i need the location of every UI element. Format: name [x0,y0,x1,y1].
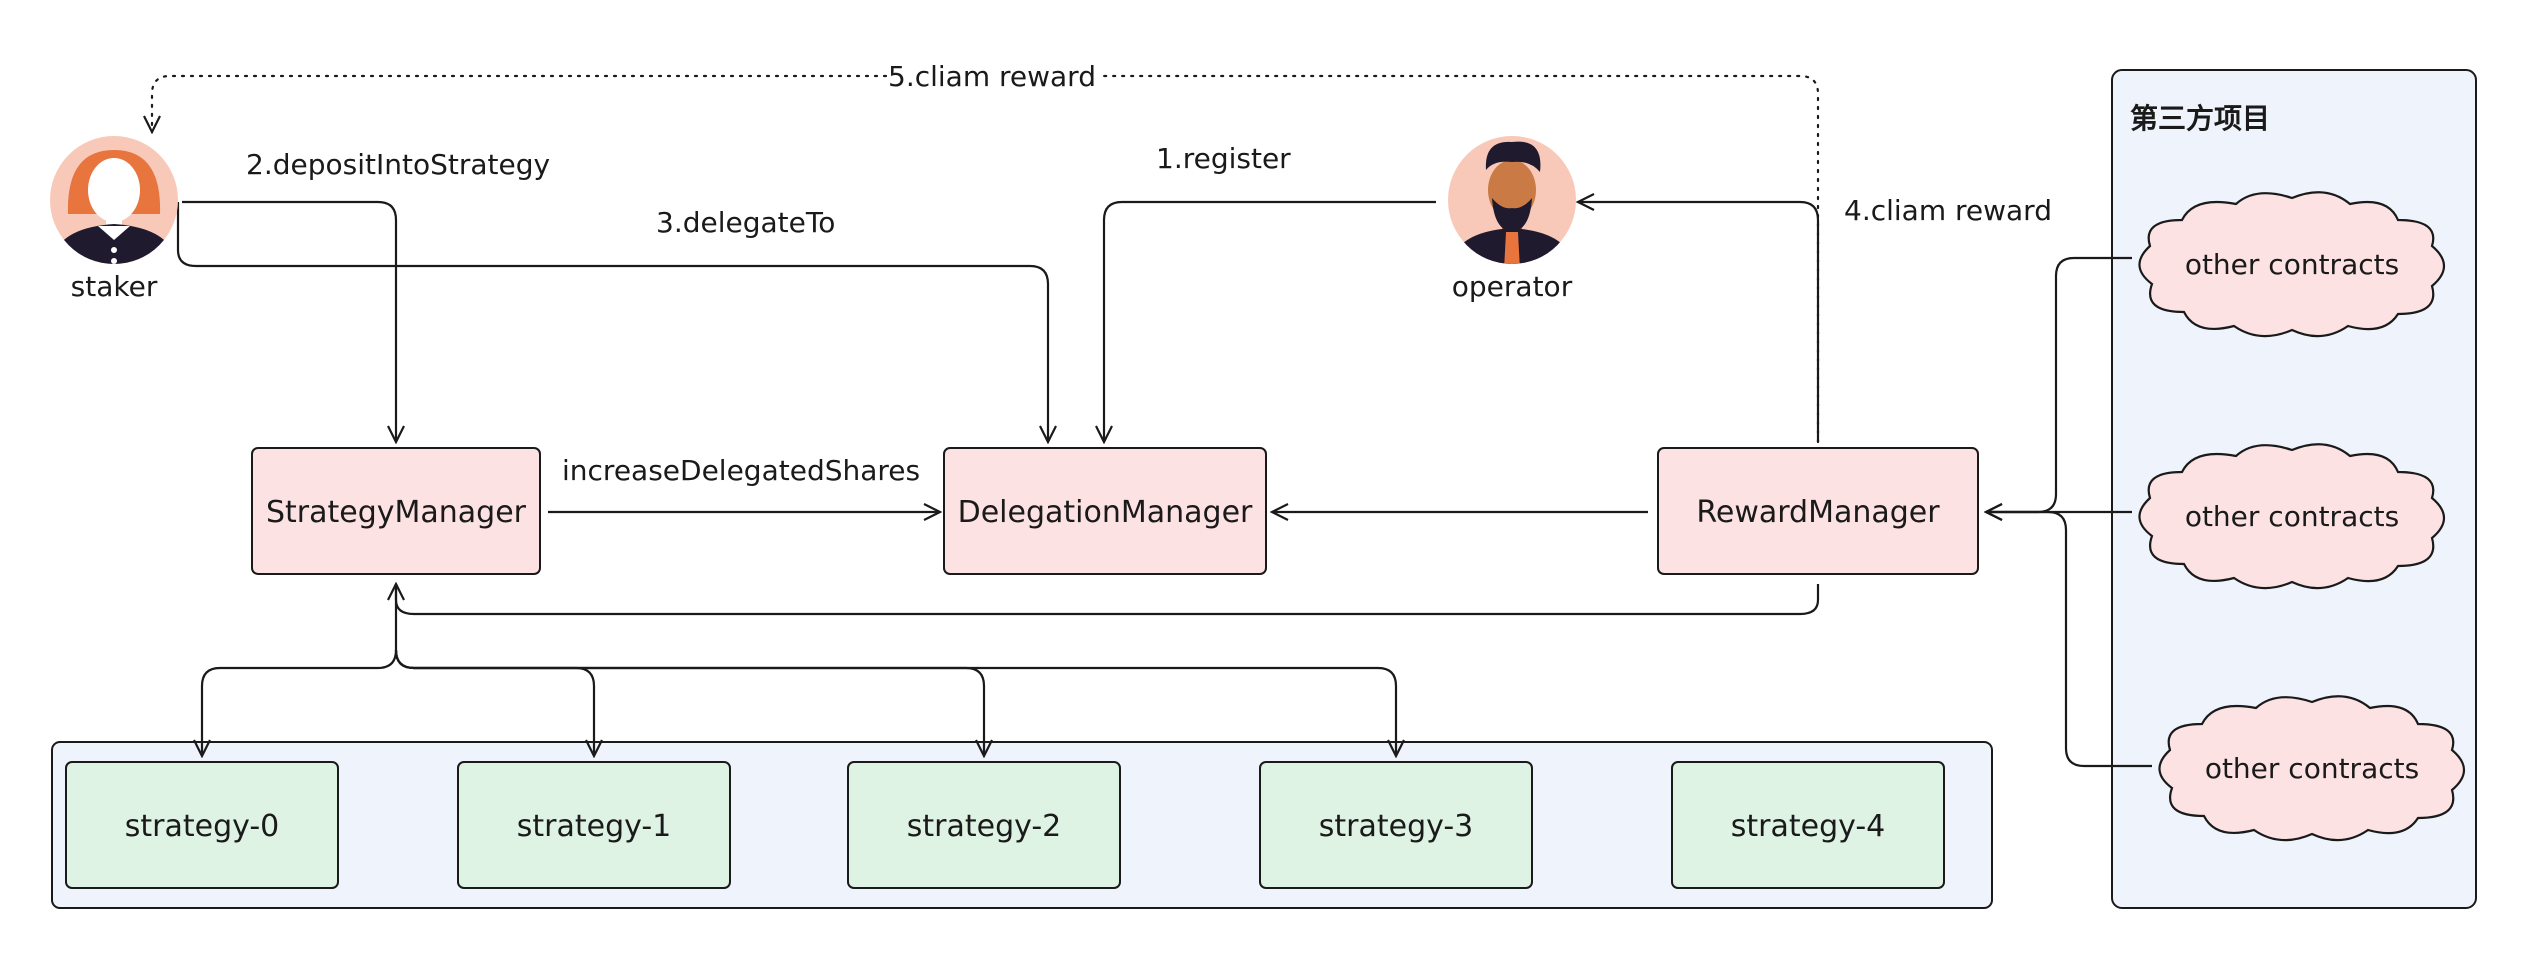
label-deposit: 2.depositIntoStrategy [246,148,550,181]
strategy-box: strategy-3 [1259,761,1533,889]
edge-contract-3 [1986,510,2152,768]
label-increase-shares: increaseDelegatedShares [562,454,920,487]
staker-avatar-icon [50,136,178,264]
strategy-manager-label: StrategyManager [266,495,527,530]
edge-contract-1 [1986,256,2132,512]
other-contracts-label: other contracts [2185,500,2399,533]
strategy-box: strategy-2 [847,761,1121,889]
other-contracts-cloud: other contracts [2138,443,2446,590]
strategy-label: strategy-1 [517,809,672,844]
strategy-manager-box: StrategyManager [251,447,541,575]
edge-register [1104,200,1436,442]
label-claim-operator: 4.cliam reward [1844,194,2052,227]
strategy-label: strategy-3 [1319,809,1474,844]
edge-delegate [176,202,1048,442]
label-claim-staker: 5.cliam reward [888,60,1096,93]
edge-claim-operator [1578,202,1820,442]
third-party-title: 第三方项目 [2130,102,2270,135]
strategy-label: strategy-2 [907,809,1062,844]
staker-label: staker [71,270,158,303]
edge-strategy-1 [394,649,594,756]
edge-deposit [182,200,396,442]
delegation-manager-label: DelegationManager [958,495,1253,530]
edge-strategy-2 [394,649,984,756]
strategy-label: strategy-0 [125,809,280,844]
edge-claim-staker [152,74,1820,444]
operator-avatar-icon [1448,136,1576,264]
strategy-label: strategy-4 [1731,809,1886,844]
reward-manager-box: RewardManager [1657,447,1979,575]
edge-strategy-3 [394,649,1396,756]
operator-label: operator [1452,270,1573,303]
other-contracts-cloud: other contracts [2138,191,2446,338]
other-contracts-cloud: other contracts [2158,695,2466,842]
delegation-manager-box: DelegationManager [943,447,1267,575]
label-register: 1.register [1156,142,1291,175]
strategy-box: strategy-1 [457,761,731,889]
label-delegate: 3.delegateTo [656,206,835,239]
other-contracts-label: other contracts [2185,248,2399,281]
edge-reward-strategy [396,584,1820,616]
edge-strategy-0 [202,584,398,756]
reward-manager-label: RewardManager [1696,495,1940,530]
strategy-box: strategy-0 [65,761,339,889]
other-contracts-label: other contracts [2205,752,2419,785]
strategy-box: strategy-4 [1671,761,1945,889]
